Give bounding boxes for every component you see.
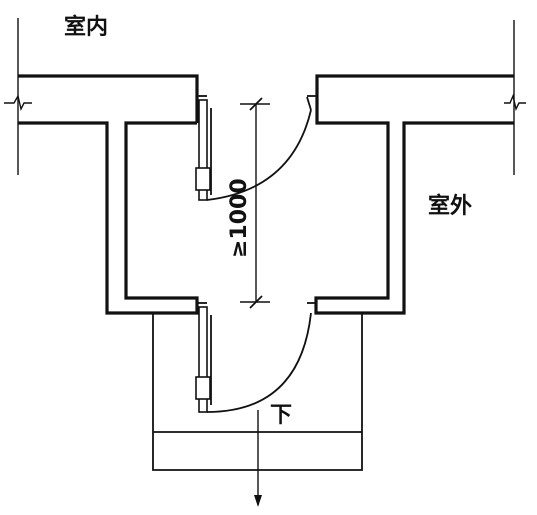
indoor-label: 室内 [64,14,108,40]
upper-door [195,96,312,201]
down-label: 下 [270,403,292,428]
lower-door [195,306,312,413]
dimension-label: ≥1000 [227,178,252,258]
boundary-lines [17,18,515,175]
break-symbols [4,93,526,112]
dimension-line [240,97,270,309]
vestibule-walls [18,74,514,315]
down-arrow [254,410,262,507]
outdoor-label: 室外 [428,193,472,219]
